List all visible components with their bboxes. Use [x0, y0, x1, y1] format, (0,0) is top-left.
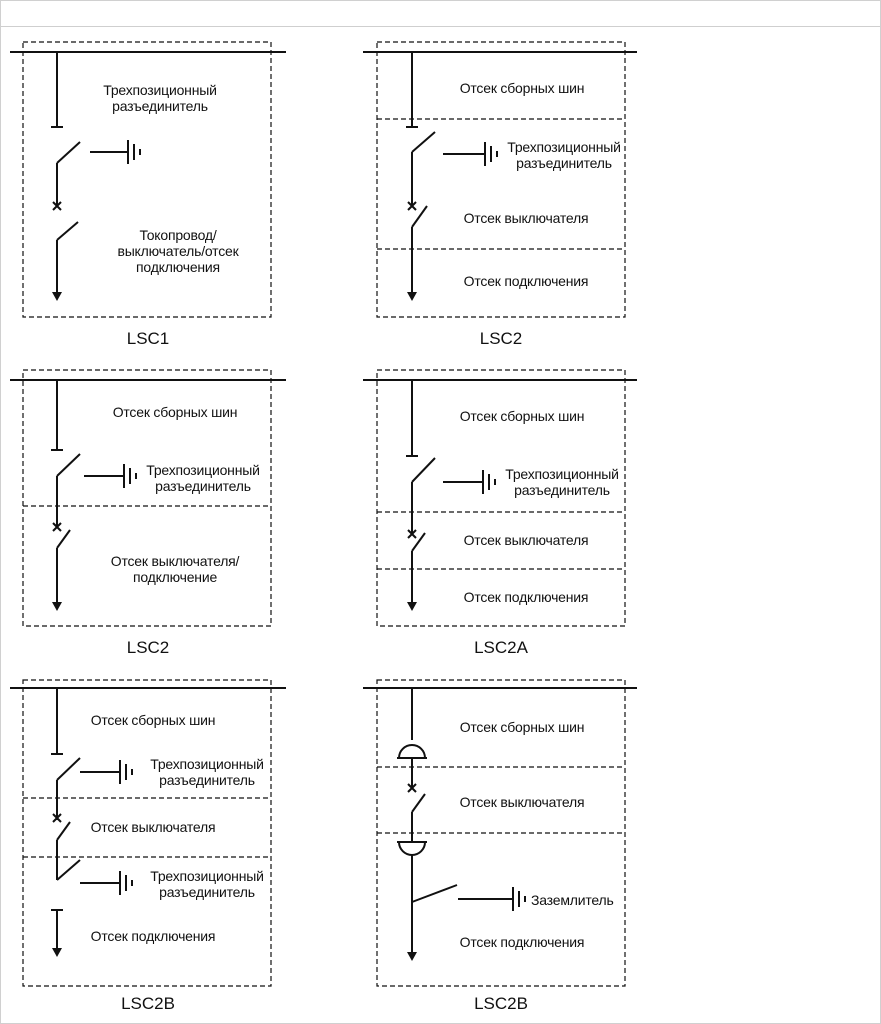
label-busway-breaker-connection: Токопровод/ выключатель/отсек подключени… [117, 227, 239, 275]
label-three-position-disconnector: Трехпозиционный разъединитель [150, 756, 264, 788]
caption-lsc2: LSC2 [126, 638, 170, 657]
caption-lsc2b: LSC2B [121, 994, 175, 1013]
label-connection-compartment: Отсек подключения [459, 934, 585, 950]
label-busbar-compartment: Отсек сборных шин [112, 404, 238, 420]
panel-lsc2-a: Отсек сборных шин Трехпозиционный разъед… [355, 30, 655, 350]
label-busbar-compartment: Отсек сборных шин [459, 408, 585, 424]
label-breaker-connection: Отсек выключателя/ подключение [110, 553, 240, 585]
schematic-lsc2-b [10, 369, 286, 627]
top-bar [1, 1, 880, 27]
schematic-lsc2a [363, 369, 637, 627]
schematic-lsc2-a [363, 41, 637, 318]
panel-lsc2a: Отсек сборных шин Трехпозиционный разъед… [355, 358, 655, 678]
panel-lsc2b-b: Отсек сборных шин Отсек выключателя Зазе… [355, 670, 655, 1013]
panel-lsc1: Трехпозиционный разъединитель Токопровод… [0, 30, 300, 350]
label-three-position-disconnector: Трехпозиционный разъединитель [146, 462, 260, 494]
label-breaker-compartment: Отсек выключателя [459, 794, 585, 810]
label-busbar-compartment: Отсек сборных шин [90, 712, 216, 728]
panel-lsc2-b: Отсек сборных шин Трехпозиционный разъед… [0, 358, 300, 678]
label-busbar-compartment: Отсек сборных шин [459, 719, 585, 735]
label-three-position-disconnector-2: Трехпозиционный разъединитель [150, 868, 264, 900]
label-connection-compartment: Отсек подключения [463, 273, 589, 289]
label-earthing-switch: Заземлитель [531, 892, 614, 908]
label-breaker-compartment: Отсек выключателя [463, 532, 589, 548]
caption-lsc2: LSC2 [479, 329, 523, 348]
label-breaker-compartment: Отсек выключателя [90, 819, 216, 835]
schematic-lsc1 [10, 41, 286, 318]
schematic-lsc2b-b [363, 679, 637, 987]
label-breaker-compartment: Отсек выключателя [463, 210, 589, 226]
caption-lsc2a: LSC2A [474, 638, 528, 657]
caption-lsc1: LSC1 [126, 329, 170, 348]
label-three-position-disconnector: Трехпозиционный разъединитель [103, 82, 217, 114]
label-connection-compartment: Отсек подключения [463, 589, 589, 605]
caption-lsc2b-2: LSC2B [474, 994, 528, 1013]
label-three-position-disconnector: Трехпозиционный разъединитель [507, 139, 621, 171]
label-busbar-compartment: Отсек сборных шин [459, 80, 585, 96]
panel-lsc2b-a: Отсек сборных шин Трехпозиционный разъед… [0, 670, 300, 1013]
label-connection-compartment: Отсек подключения [90, 928, 216, 944]
schematic-lsc2b-a [10, 679, 286, 987]
label-three-position-disconnector: Трехпозиционный разъединитель [505, 466, 619, 498]
